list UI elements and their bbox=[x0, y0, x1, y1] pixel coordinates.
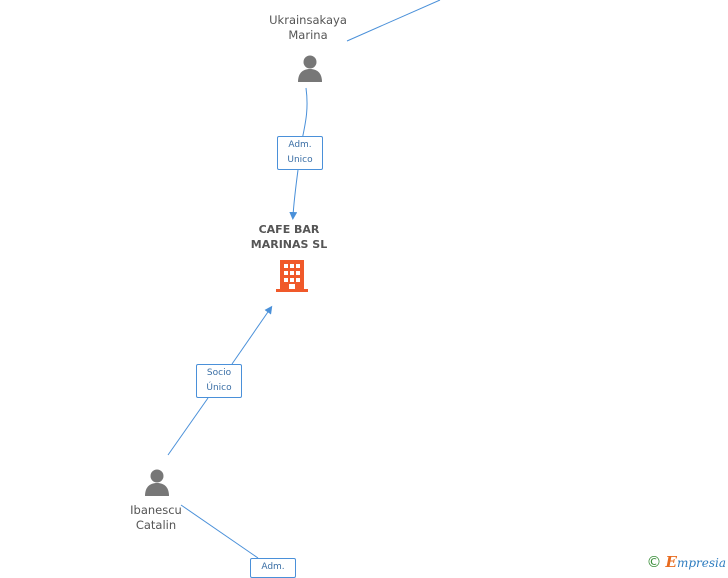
edge-label-line2: Único bbox=[206, 383, 232, 393]
person-name-line1: Ukrainsakaya bbox=[269, 13, 347, 27]
edge-label-adm-unico[interactable]: Adm. Unico bbox=[277, 136, 323, 170]
person-name-line1: Ibanescu bbox=[130, 503, 182, 517]
edge-socio-unico-upper bbox=[231, 305, 273, 365]
company-name[interactable]: CAFE BAR MARINAS SL bbox=[251, 222, 327, 252]
person-icon[interactable] bbox=[145, 469, 169, 497]
edge-label-line2: Unico bbox=[287, 155, 313, 165]
copyright-icon: © bbox=[646, 553, 662, 571]
person-name-line2: Marina bbox=[288, 28, 328, 42]
brand-logo[interactable]: Empresia bbox=[666, 553, 727, 572]
edge-socio-unico-lower bbox=[167, 397, 209, 456]
edge-label-socio-unico[interactable]: Socio Único bbox=[196, 364, 242, 398]
edge-offscreen-to-top-person bbox=[346, 0, 441, 42]
edge-adm-unico bbox=[301, 87, 308, 141]
company-name-line2: MARINAS SL bbox=[250, 238, 328, 251]
person-name-line2: Catalin bbox=[135, 518, 177, 532]
building-icon[interactable] bbox=[276, 260, 308, 292]
edge-label-line1: Socio bbox=[206, 368, 232, 378]
edge-adm-unico-arrow bbox=[289, 169, 299, 220]
company-name-line1: CAFE BAR bbox=[258, 223, 320, 236]
edge-label-line1: Adm. bbox=[288, 140, 312, 150]
person-name-ukrainsakaya[interactable]: Ukrainsakaya Marina bbox=[269, 13, 347, 43]
brand-name: mpresia bbox=[676, 555, 726, 570]
brand-initial: E bbox=[665, 552, 677, 571]
person-name-ibanescu[interactable]: Ibanescu Catalin bbox=[130, 503, 182, 533]
footer-brand: © Empresia bbox=[646, 553, 727, 572]
edge-label-adm-bottom[interactable]: Adm. bbox=[250, 558, 296, 578]
person-icon[interactable] bbox=[298, 55, 322, 83]
edge-label-line1: Adm. bbox=[261, 562, 285, 572]
edge-adm-bottom bbox=[180, 504, 259, 559]
